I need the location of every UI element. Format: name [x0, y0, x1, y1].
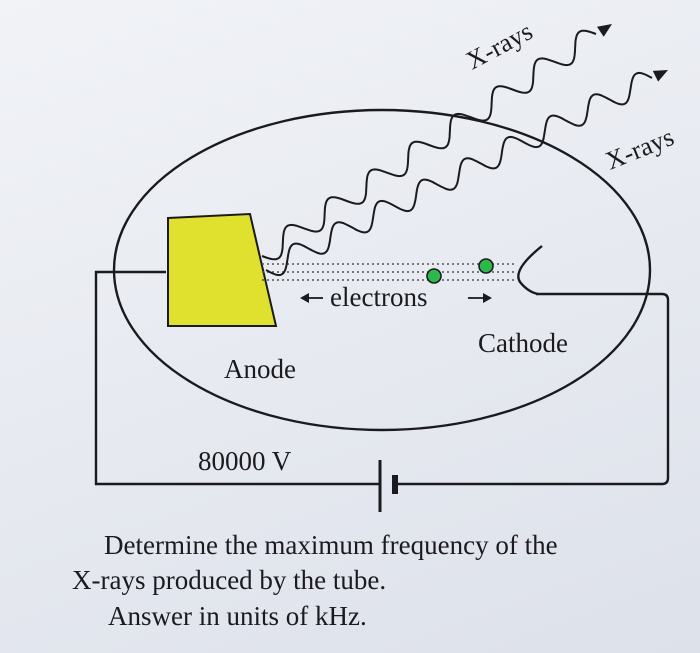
tube-envelope	[112, 108, 652, 432]
voltage-label: 80000 V	[198, 446, 292, 476]
question-line-2: X-rays produced by the tube.	[72, 565, 387, 595]
electrons-arrow-left	[300, 293, 323, 303]
xrays-upper-label: X-rays	[461, 16, 537, 75]
xray-wave-upper	[261, 29, 597, 261]
anode-block	[167, 212, 278, 327]
question-line-1: Determine the maximum frequency of the	[104, 530, 558, 560]
electrons-arrow-right	[468, 293, 492, 303]
cathode-label: Cathode	[478, 328, 568, 358]
circuit-wire	[94, 270, 670, 486]
electron-dot	[478, 258, 494, 274]
electron-dot	[426, 268, 442, 284]
question-line-3: Answer in units of kHz.	[108, 601, 367, 631]
cathode-filament	[517, 245, 543, 296]
xray-arrowhead-upper	[597, 24, 612, 37]
xray-wave-lower	[265, 71, 653, 277]
xray-arrowhead-lower	[652, 70, 668, 82]
electron-beam	[262, 263, 516, 281]
battery	[378, 460, 398, 512]
xrays-lower-label: X-rays	[601, 122, 677, 175]
anode-label: Anode	[224, 354, 296, 384]
electrons-label: electrons	[330, 282, 427, 312]
